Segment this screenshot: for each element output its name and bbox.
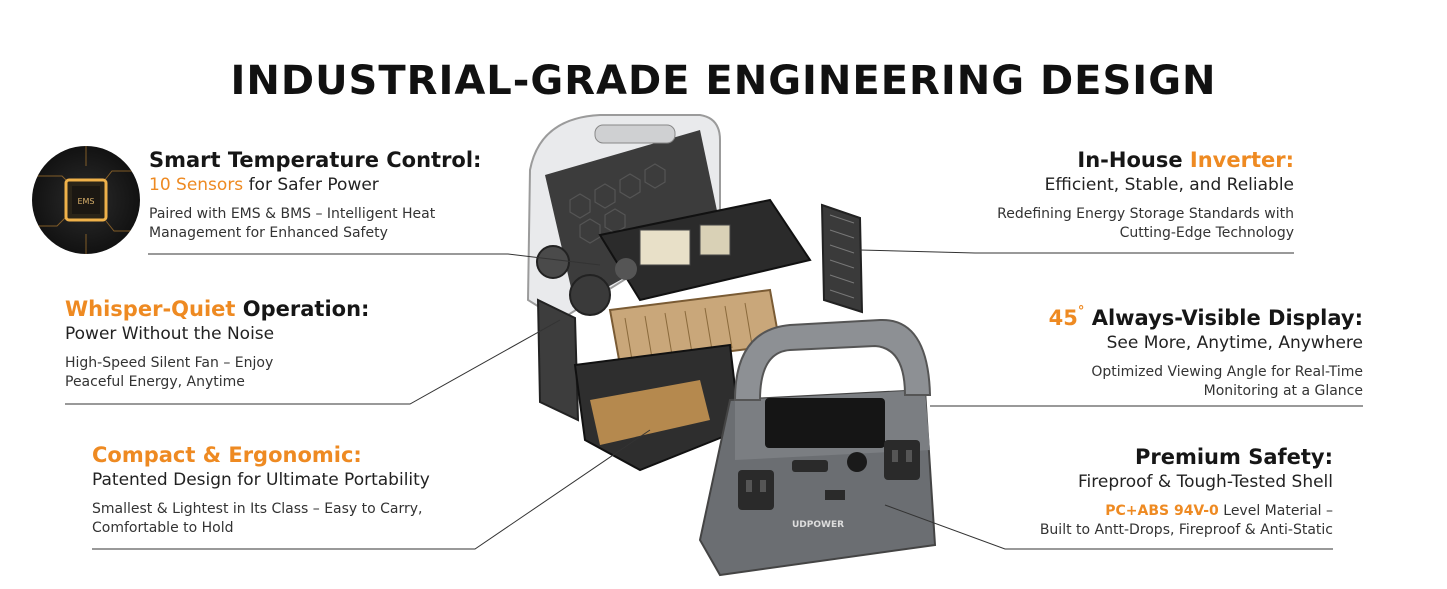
inverter-desc-line1: Redefining Energy Storage Standards with bbox=[997, 206, 1294, 222]
compact-description: Smallest & Lightest in Its Class – Easy … bbox=[92, 500, 430, 538]
feature-quiet: Whisper-Quiet Operation: Power Without t… bbox=[65, 296, 369, 392]
chip-label: EMS bbox=[77, 197, 94, 206]
temperature-desc-line2: Management for Enhanced Safety bbox=[149, 225, 388, 241]
inverter-heading-rest: In-House bbox=[1077, 148, 1190, 172]
feature-temperature: Smart Temperature Control: 10 Sensors fo… bbox=[149, 147, 481, 243]
inverter-heading: In-House Inverter: bbox=[997, 147, 1294, 173]
compact-desc-line1: Smallest & Lightest in Its Class – Easy … bbox=[92, 501, 423, 517]
feature-display: 45° Always-Visible Display: See More, An… bbox=[1049, 299, 1363, 401]
display-description: Optimized Viewing Angle for Real-Time Mo… bbox=[1049, 363, 1363, 401]
quiet-desc-line2: Peaceful Energy, Anytime bbox=[65, 374, 245, 390]
display-heading-rest: Always-Visible Display: bbox=[1084, 306, 1363, 330]
quiet-heading-rest: Operation: bbox=[235, 297, 370, 321]
brand-label: UDPOWER bbox=[792, 520, 844, 530]
display-heading: 45° Always-Visible Display: bbox=[1049, 299, 1363, 331]
safety-subheading: Fireproof & Tough-Tested Shell bbox=[1077, 472, 1333, 492]
degree-symbol: ° bbox=[1077, 304, 1085, 319]
display-desc-line1: Optimized Viewing Angle for Real-Time bbox=[1091, 364, 1363, 380]
page-title: INDUSTRIAL-GRADE ENGINEERING DESIGN bbox=[230, 58, 1217, 104]
angle-highlight: 45 bbox=[1048, 306, 1078, 330]
temperature-subheading: 10 Sensors for Safer Power bbox=[149, 173, 481, 197]
feature-safety: Premium Safety: Fireproof & Tough-Tested… bbox=[1040, 444, 1333, 540]
temperature-heading: Smart Temperature Control: bbox=[149, 148, 482, 172]
compact-heading: Compact & Ergonomic: bbox=[92, 443, 362, 467]
sensors-highlight: 10 Sensors bbox=[149, 175, 244, 195]
quiet-heading: Whisper-Quiet Operation: bbox=[65, 296, 369, 322]
inverter-desc-line2: Cutting-Edge Technology bbox=[1119, 225, 1294, 241]
material-highlight: PC+ABS 94V-0 bbox=[1105, 503, 1219, 519]
safety-desc-line2: Built to Antt-Drops, Fireproof & Anti-St… bbox=[1039, 522, 1333, 538]
safety-desc-rest: Level Material – bbox=[1218, 503, 1333, 519]
inverter-subheading: Efficient, Stable, and Reliable bbox=[1044, 175, 1294, 195]
feature-compact: Compact & Ergonomic: Patented Design for… bbox=[92, 442, 430, 538]
quiet-subheading: Power Without the Noise bbox=[65, 324, 275, 344]
safety-heading: Premium Safety: bbox=[1134, 445, 1333, 469]
safety-desc-line1: PC+ABS 94V-0 Level Material – bbox=[1040, 502, 1333, 521]
compact-subheading: Patented Design for Ultimate Portability bbox=[92, 470, 430, 490]
quiet-description: High-Speed Silent Fan – Enjoy Peaceful E… bbox=[65, 354, 369, 392]
temperature-desc-line1: Paired with EMS & BMS – Intelligent Heat bbox=[149, 206, 436, 222]
quiet-desc-line1: High-Speed Silent Fan – Enjoy bbox=[65, 355, 274, 371]
inverter-description: Redefining Energy Storage Standards with… bbox=[997, 205, 1294, 243]
display-desc-line2: Monitoring at a Glance bbox=[1203, 383, 1363, 399]
safety-description: PC+ABS 94V-0 Level Material – Built to A… bbox=[1040, 502, 1333, 540]
ems-chip-image: EMS bbox=[32, 146, 140, 254]
inverter-highlight: Inverter: bbox=[1189, 148, 1294, 172]
temperature-sub-rest: for Safer Power bbox=[243, 175, 379, 195]
temperature-description: Paired with EMS & BMS – Intelligent Heat… bbox=[149, 205, 481, 243]
feature-inverter: In-House Inverter: Efficient, Stable, an… bbox=[997, 147, 1294, 243]
display-subheading: See More, Anytime, Anywhere bbox=[1106, 333, 1363, 353]
compact-desc-line2: Comfortable to Hold bbox=[92, 520, 234, 536]
quiet-highlight: Whisper-Quiet bbox=[65, 297, 236, 321]
